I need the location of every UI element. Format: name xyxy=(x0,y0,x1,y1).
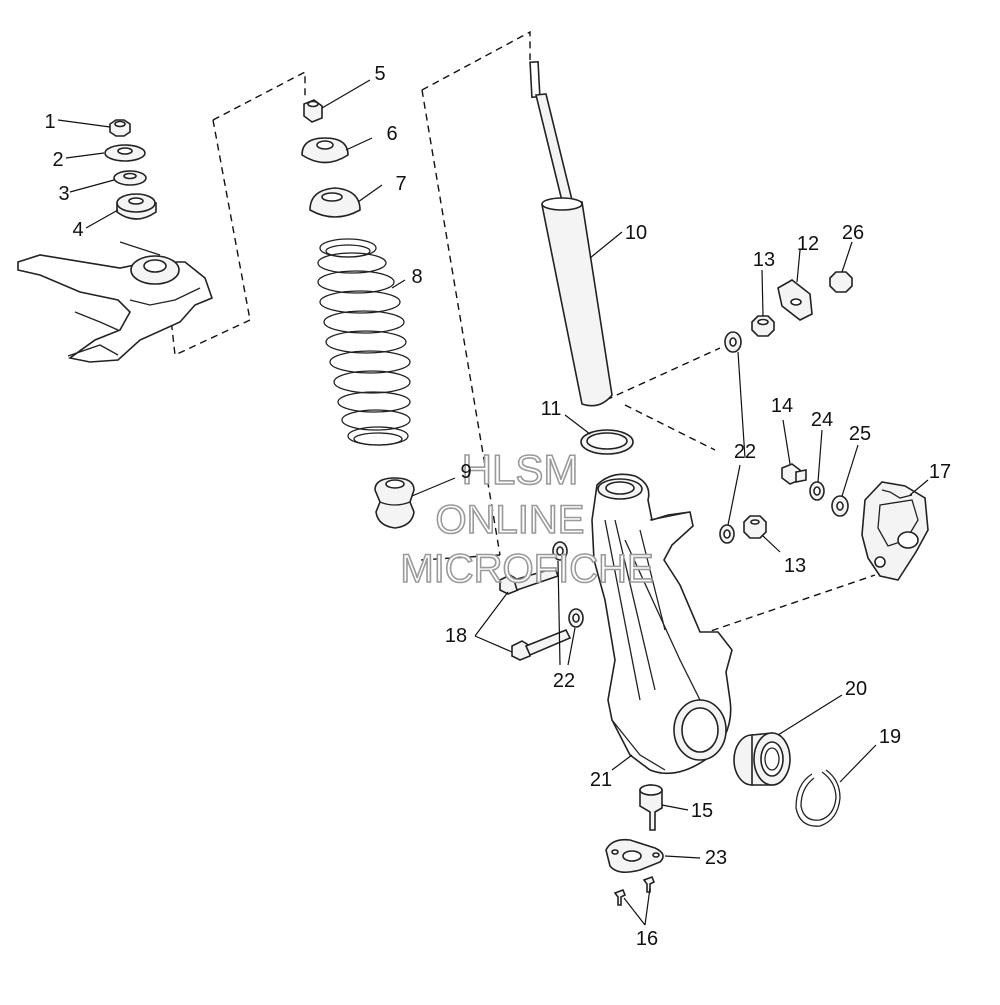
callout-4: 4 xyxy=(72,219,83,241)
callout-7: 7 xyxy=(395,173,406,195)
part-nut-13-lower xyxy=(743,515,767,539)
part-washer-22-left-a xyxy=(552,541,568,561)
callout-5: 5 xyxy=(374,63,385,85)
part-nut-1 xyxy=(109,119,131,137)
callout-21: 21 xyxy=(590,769,612,791)
callout-13-upper: 13 xyxy=(753,249,775,271)
part-ring-11 xyxy=(580,429,634,455)
part-washer-24 xyxy=(809,481,825,501)
part-seat-7 xyxy=(309,187,361,218)
callout-2: 2 xyxy=(52,149,63,171)
callout-25: 25 xyxy=(849,423,871,445)
part-bushing-4 xyxy=(116,193,157,220)
part-bump-stop-9 xyxy=(374,477,415,529)
watermark-line-3: MICROFICHE xyxy=(400,547,653,591)
part-mount-6 xyxy=(301,137,349,164)
callout-18: 18 xyxy=(445,625,467,647)
part-washer-3 xyxy=(113,170,147,186)
watermark: HLSM ONLINE MICROFICHE xyxy=(400,445,655,592)
part-caliper-bracket-17 xyxy=(861,481,929,581)
callout-26: 26 xyxy=(842,222,864,244)
part-coil-spring-8 xyxy=(317,238,411,446)
callout-3: 3 xyxy=(58,183,69,205)
assembly-dashed-lines xyxy=(169,30,876,651)
part-bolt-18-lower xyxy=(511,628,572,661)
callout-24: 24 xyxy=(811,409,833,431)
part-bolt-14 xyxy=(781,463,807,485)
callout-6: 6 xyxy=(386,123,397,145)
callout-10: 10 xyxy=(625,222,647,244)
part-steering-knuckle-21 xyxy=(591,473,733,775)
callout-13-lower: 13 xyxy=(784,555,806,577)
part-nut-26 xyxy=(829,271,853,293)
callout-11: 11 xyxy=(541,398,562,420)
leader-lines xyxy=(57,79,929,926)
callout-9: 9 xyxy=(460,461,471,483)
part-rivet-16-a xyxy=(613,888,627,906)
part-plate-23 xyxy=(605,838,664,874)
part-ball-joint-15 xyxy=(639,784,663,831)
crossmember-bracket xyxy=(17,241,214,363)
part-washer-2 xyxy=(104,144,146,162)
callout-16: 16 xyxy=(636,928,658,950)
callout-labels: 1 2 3 4 5 6 7 8 9 10 11 12 13 26 22 14 2… xyxy=(44,63,951,950)
part-shock-absorber-10 xyxy=(529,60,613,407)
part-washer-22-right xyxy=(719,524,735,544)
callout-8: 8 xyxy=(411,266,422,288)
callout-1: 1 xyxy=(44,111,55,133)
callout-22-right: 22 xyxy=(734,441,756,463)
callout-22-left: 22 xyxy=(553,670,575,692)
callout-14: 14 xyxy=(771,395,793,417)
callout-20: 20 xyxy=(845,678,867,700)
part-wheel-bearing-20 xyxy=(733,732,791,786)
part-snap-ring-19 xyxy=(795,769,841,827)
part-nut-5 xyxy=(303,99,323,123)
part-washer-22-left-b xyxy=(568,608,584,628)
callout-15: 15 xyxy=(691,800,713,822)
part-clip-12 xyxy=(777,279,813,321)
callout-12: 12 xyxy=(797,233,819,255)
callout-17: 17 xyxy=(929,461,951,483)
watermark-line-1: HLSM xyxy=(462,446,579,493)
part-rivet-16-b xyxy=(642,875,656,893)
part-washer-25 xyxy=(831,495,849,517)
part-washer-22-upper xyxy=(724,331,742,353)
callout-19: 19 xyxy=(879,726,901,748)
watermark-line-2: ONLINE xyxy=(436,498,585,542)
callout-23: 23 xyxy=(705,847,727,869)
part-nut-13-upper xyxy=(751,315,775,337)
